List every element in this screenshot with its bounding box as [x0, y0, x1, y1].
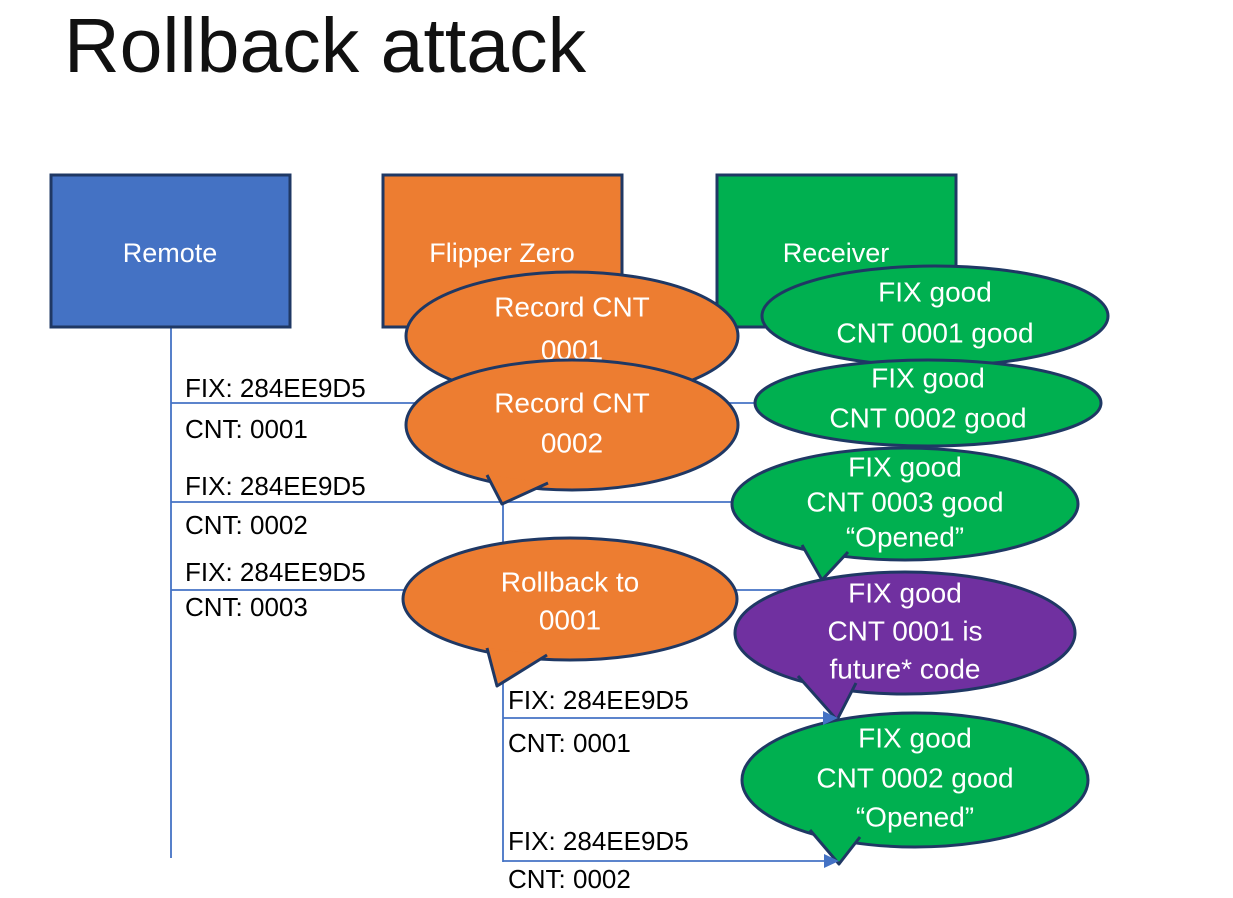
page-title: Rollback attack — [64, 3, 587, 89]
bubble-fix-cnt-0001-future-line2: CNT 0001 is — [827, 616, 982, 647]
bubble-record-cnt-0001-line1: Record CNT — [494, 292, 650, 323]
message-4-fix-label: FIX: 284EE9D5 — [508, 685, 689, 715]
bubble-rollback-to-0001-tail — [485, 647, 548, 688]
bubble-fix-cnt-0001-good-line2: CNT 0001 good — [836, 318, 1033, 349]
message-5-labels: FIX: 284EE9D5 CNT: 0002 — [508, 826, 689, 894]
message-2-labels: FIX: 284EE9D5 CNT: 0002 — [185, 471, 366, 540]
bubble-record-cnt-0002-line1: Record CNT — [494, 388, 650, 419]
bubble-fix-cnt-0002-good-ellipse — [753, 358, 1103, 448]
actor-remote: Remote — [49, 173, 292, 329]
bubble-fix-cnt-0002-opened-line1: FIX good — [858, 723, 972, 754]
bubble-fix-cnt-0001-future: FIX good CNT 0001 is future* code — [733, 570, 1077, 722]
flipper-zero-label: Flipper Zero — [429, 238, 575, 268]
bubble-record-cnt-0002: Record CNT 0002 — [404, 358, 740, 506]
bubble-fix-cnt-0002-good-line1: FIX good — [871, 363, 985, 394]
message-3-fix-label: FIX: 284EE9D5 — [185, 557, 366, 587]
bubble-record-cnt-0002-line2: 0002 — [541, 428, 603, 459]
message-4-cnt-label: CNT: 0001 — [508, 728, 631, 758]
bubble-fix-cnt-0002-opened-ellipse — [740, 711, 1090, 849]
message-4-labels: FIX: 284EE9D5 CNT: 0001 — [508, 685, 689, 758]
bubble-fix-cnt-0001-future-line1: FIX good — [848, 578, 962, 609]
message-5-fix-label: FIX: 284EE9D5 — [508, 826, 689, 856]
message-1-fix-label: FIX: 284EE9D5 — [185, 373, 366, 403]
remote-label: Remote — [123, 238, 218, 268]
bubble-fix-cnt-0003-opened-line3: “Opened” — [846, 522, 964, 553]
message-2-fix-label: FIX: 284EE9D5 — [185, 471, 366, 501]
bubble-fix-cnt-0002-opened: FIX good CNT 0002 good “Opened” — [740, 711, 1090, 866]
bubble-fix-cnt-0001-future-line3: future* code — [830, 654, 981, 685]
bubble-fix-cnt-0001-future-ellipse — [733, 570, 1077, 696]
bubble-record-cnt-0002-ellipse — [404, 358, 740, 492]
bubble-fix-cnt-0001-good-line1: FIX good — [878, 277, 992, 308]
message-arrowhead-5 — [824, 854, 839, 868]
bubble-fix-cnt-0001-good: FIX good CNT 0001 good — [760, 264, 1110, 368]
bubble-rollback-to-0001: Rollback to 0001 — [401, 536, 739, 688]
bubble-fix-cnt-0002-good: FIX good CNT 0002 good — [753, 358, 1103, 448]
bubble-fix-cnt-0002-opened-line3: “Opened” — [856, 802, 974, 833]
message-2-cnt-label: CNT: 0002 — [185, 510, 308, 540]
message-1-cnt-label: CNT: 0001 — [185, 414, 308, 444]
remote-box — [49, 173, 292, 329]
bubble-fix-cnt-0002-opened-tail — [808, 829, 862, 866]
bubble-fix-cnt-0003-opened-line2: CNT 0003 good — [806, 487, 1003, 518]
message-3-cnt-label: CNT: 0003 — [185, 592, 308, 622]
bubble-rollback-to-0001-line1: Rollback to — [501, 567, 640, 598]
bubble-fix-cnt-0002-opened-line2: CNT 0002 good — [816, 763, 1013, 794]
bubble-fix-cnt-0003-opened-line1: FIX good — [848, 452, 962, 483]
receiver-label: Receiver — [783, 238, 890, 268]
bubble-rollback-to-0001-ellipse — [401, 536, 739, 662]
bubble-fix-cnt-0003-opened-ellipse — [730, 446, 1080, 562]
bubble-rollback-to-0001-line2: 0001 — [539, 605, 601, 636]
message-3-labels: FIX: 284EE9D5 CNT: 0003 — [185, 557, 366, 622]
message-arrowhead-4 — [823, 711, 838, 725]
message-5-cnt-label: CNT: 0002 — [508, 864, 631, 894]
bubble-fix-cnt-0003-opened: FIX good CNT 0003 good “Opened” — [730, 446, 1080, 582]
bubble-fix-cnt-0002-good-line2: CNT 0002 good — [829, 403, 1026, 434]
bubble-record-cnt-0002-tail — [485, 474, 549, 506]
message-1-labels: FIX: 284EE9D5 CNT: 0001 — [185, 373, 366, 444]
